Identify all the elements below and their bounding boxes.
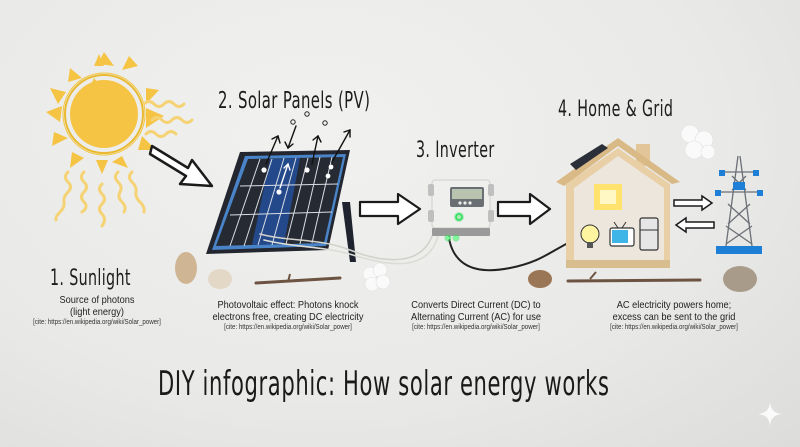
step-4-heading: 4. Home & Grid	[558, 97, 674, 122]
inverter-icon	[259, 179, 571, 272]
step-3-heading: 3. Inverter	[416, 138, 495, 163]
step-4-description: AC electricity powers home; excess can b…	[595, 299, 753, 332]
step-4-line-1: AC electricity powers home;	[616, 299, 732, 311]
solar-panel-icon	[206, 111, 356, 262]
step-2-description: Photovoltaic effect: Photons knock elect…	[209, 299, 367, 332]
step-1-cite: [cite: https://en.wikipedia.org/wiki/Sol…	[33, 319, 161, 327]
power-tower-icon	[715, 155, 763, 254]
step-1-description: Source of photons (light energy) [cite: …	[31, 294, 163, 327]
step-3-description: Converts Direct Current (DC) to Alternat…	[397, 299, 555, 332]
step-3-line-2: Alternating Current (AC) for use	[411, 311, 541, 324]
step-3-cite: [cite: https://en.wikipedia.org/wiki/Sol…	[412, 324, 540, 332]
step-2-line-2: electrons free, creating DC electricity	[212, 311, 364, 324]
step-4-line-2: excess can be sent to the grid	[612, 311, 736, 324]
arrow-inverter-to-home	[496, 192, 552, 226]
step-3-line-1: Converts Direct Current (DC) to	[411, 299, 541, 311]
step-2-heading: 2. Solar Panels (PV)	[218, 88, 371, 114]
sun-icon	[46, 52, 194, 228]
sun-illustration	[28, 48, 198, 228]
arrow-sun-to-panel	[148, 144, 214, 188]
infographic-title: DIY infographic: How solar energy works	[158, 364, 610, 404]
step-4-cite: [cite: https://en.wikipedia.org/wiki/Sol…	[610, 324, 738, 332]
step-1-line-1: Source of photons	[59, 294, 135, 306]
arrow-panel-to-inverter	[358, 192, 422, 226]
step-1-line-2: (light energy)	[70, 306, 124, 319]
step-1-heading: 1. Sunlight	[50, 266, 131, 291]
sparkle-icon	[758, 402, 782, 426]
step-2-cite: [cite: https://en.wikipedia.org/wiki/Sol…	[224, 324, 352, 332]
arrow-home-grid-exchange	[673, 194, 715, 234]
house-icon	[556, 138, 680, 268]
step-2-line-1: Photovoltaic effect: Photons knock	[217, 299, 359, 311]
